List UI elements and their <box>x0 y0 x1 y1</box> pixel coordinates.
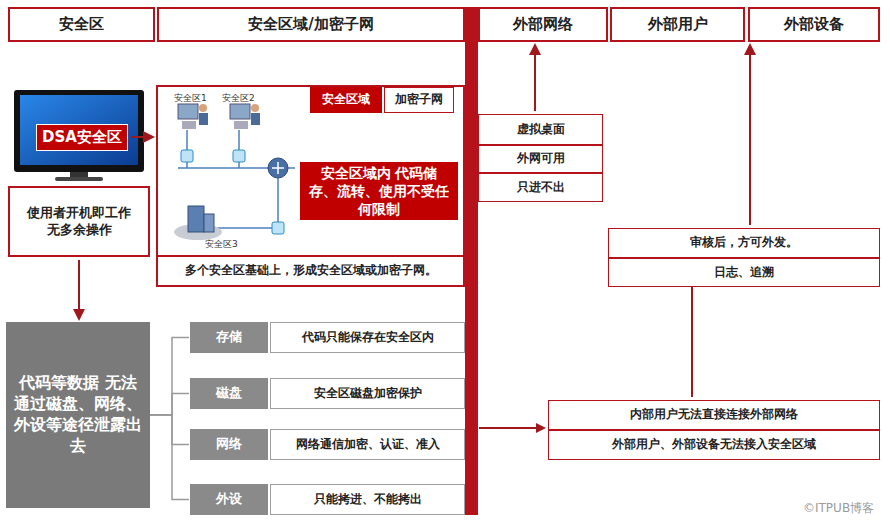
monitor-frame <box>14 90 144 172</box>
category-text: 安全区磁盘加密保护 <box>270 378 465 409</box>
node-text: 外部网络 <box>513 15 573 35</box>
info-box: 外网可用 <box>478 145 603 173</box>
info-box: 日志、追溯 <box>608 258 880 287</box>
user-head <box>199 104 207 112</box>
info-box: 只进不出 <box>478 173 603 202</box>
arrow-connector <box>78 260 80 319</box>
lock-icon <box>272 222 284 234</box>
arrow-connector <box>534 45 536 111</box>
header-box: 外部网络 <box>478 7 608 42</box>
zone-label: DSA安全区 <box>36 124 128 151</box>
node-text: 代码只能保存在安全区内 <box>302 330 434 346</box>
lock-icon <box>181 150 193 162</box>
node-text: 虚拟桌面 <box>517 122 565 138</box>
category-text: 只能拷进、不能拷出 <box>270 484 465 515</box>
node-text: 安全区域内 代码储存、流转、使用不受任何限制 <box>308 164 450 219</box>
pc-body <box>234 121 248 129</box>
node-text: 网络通信加密、认证、准入 <box>296 437 440 453</box>
watermark: ©ITPUB博客 <box>803 500 874 517</box>
divider-bar <box>465 7 478 515</box>
zone-caption: 安全区2 <box>222 92 255 105</box>
pc-body <box>182 121 196 129</box>
router-mark <box>272 162 284 174</box>
arrow-connector <box>131 136 153 138</box>
lock-icon <box>233 150 245 162</box>
info-box: 虚拟桌面 <box>478 114 603 145</box>
server-tower <box>188 206 204 232</box>
node-text: 日志、追溯 <box>714 265 774 281</box>
bracket-line <box>150 415 189 445</box>
highlight-box: 安全区域内 代码储存、流转、使用不受任何限制 <box>300 162 458 220</box>
server-tower <box>204 214 214 232</box>
node-text: 安全区磁盘加密保护 <box>314 386 422 402</box>
server-icon <box>174 206 222 240</box>
node-text: 内部用户无法直接连接外部网络 <box>630 407 798 423</box>
monitor-screen <box>20 95 138 165</box>
category-text: 网络通信加密、认证、准入 <box>270 429 465 460</box>
zone-caption: 安全区3 <box>205 238 238 251</box>
node-text: 使用者开机即工作 无多余操作 <box>25 205 133 239</box>
node-text: 外部用户 <box>648 15 708 35</box>
pc-icon <box>230 104 260 129</box>
node-text: 外部设备 <box>784 15 844 35</box>
monitor-stand <box>70 172 88 177</box>
wire <box>238 130 240 150</box>
info-box: 外部用户、外部设备无法接入安全区域 <box>548 430 880 460</box>
header-box: 外部用户 <box>610 7 745 42</box>
node-text: DSA安全区 <box>42 128 122 148</box>
bracket-line <box>150 338 189 416</box>
summary-box: 代码等数据 无法通过磁盘、网络、外设等途径泄露出去 <box>6 322 150 508</box>
bracket-line <box>150 415 189 500</box>
bracket-line <box>150 394 189 416</box>
category-label: 磁盘 <box>190 378 268 409</box>
node-text: 网络 <box>216 436 242 453</box>
header-box: 安全区域/加密子网 <box>157 7 465 42</box>
node-text: 代码等数据 无法通过磁盘、网络、外设等途径泄露出去 <box>12 373 144 456</box>
pc-screen <box>230 104 250 119</box>
tab-label: 安全区域 <box>310 87 382 113</box>
node-text: 安全区域 <box>322 92 370 108</box>
bar-arrow <box>479 427 544 429</box>
user-head <box>251 104 259 112</box>
info-box: 内部用户无法直接连接外部网络 <box>548 400 880 430</box>
node-text: 加密子网 <box>395 92 443 108</box>
user-body <box>251 113 260 125</box>
node-text: 磁盘 <box>216 385 242 402</box>
router-icon <box>268 158 288 178</box>
node-text: 多个安全区基础上，形成安全区域或加密子网。 <box>158 255 463 285</box>
header-box: 安全区 <box>8 7 155 42</box>
node-text: 审核后，方可外发。 <box>690 235 798 251</box>
category-label: 存储 <box>190 322 268 353</box>
node-text: 存储 <box>216 329 242 346</box>
wire <box>277 178 279 222</box>
header-box: 外部设备 <box>748 7 880 42</box>
lock-icons <box>181 150 284 234</box>
node-text: 外部用户、外部设备无法接入安全区域 <box>612 437 816 453</box>
category-label: 网络 <box>190 429 268 460</box>
node-text: 只能拷进、不能拷出 <box>314 492 422 508</box>
category-label: 外设 <box>190 484 268 515</box>
monitor-base <box>55 177 103 181</box>
wire <box>215 227 272 229</box>
wire <box>238 162 240 168</box>
pc-icon <box>178 104 208 129</box>
wire <box>186 130 188 150</box>
region-box: 多个安全区基础上，形成安全区域或加密子网。 安全区域 加密子网安全区域内 代码储存、… <box>156 85 465 287</box>
info-box: 审核后，方可外发。 <box>608 228 880 258</box>
zone-caption: 安全区1 <box>174 92 207 105</box>
pc-screen <box>178 104 198 119</box>
arrow-connector <box>749 45 751 225</box>
wire <box>186 162 188 168</box>
note-box: 使用者开机即工作 无多余操作 <box>8 186 150 257</box>
node-text: 安全区域/加密子网 <box>248 15 373 35</box>
node-text: 外网可用 <box>517 151 565 167</box>
node-text: 只进不出 <box>517 180 565 196</box>
tab-label: 加密子网 <box>384 87 454 113</box>
category-text: 代码只能保存在安全区内 <box>270 322 465 353</box>
node-text: 安全区 <box>59 15 104 35</box>
node-text: 外设 <box>216 491 242 508</box>
user-body <box>199 113 208 125</box>
